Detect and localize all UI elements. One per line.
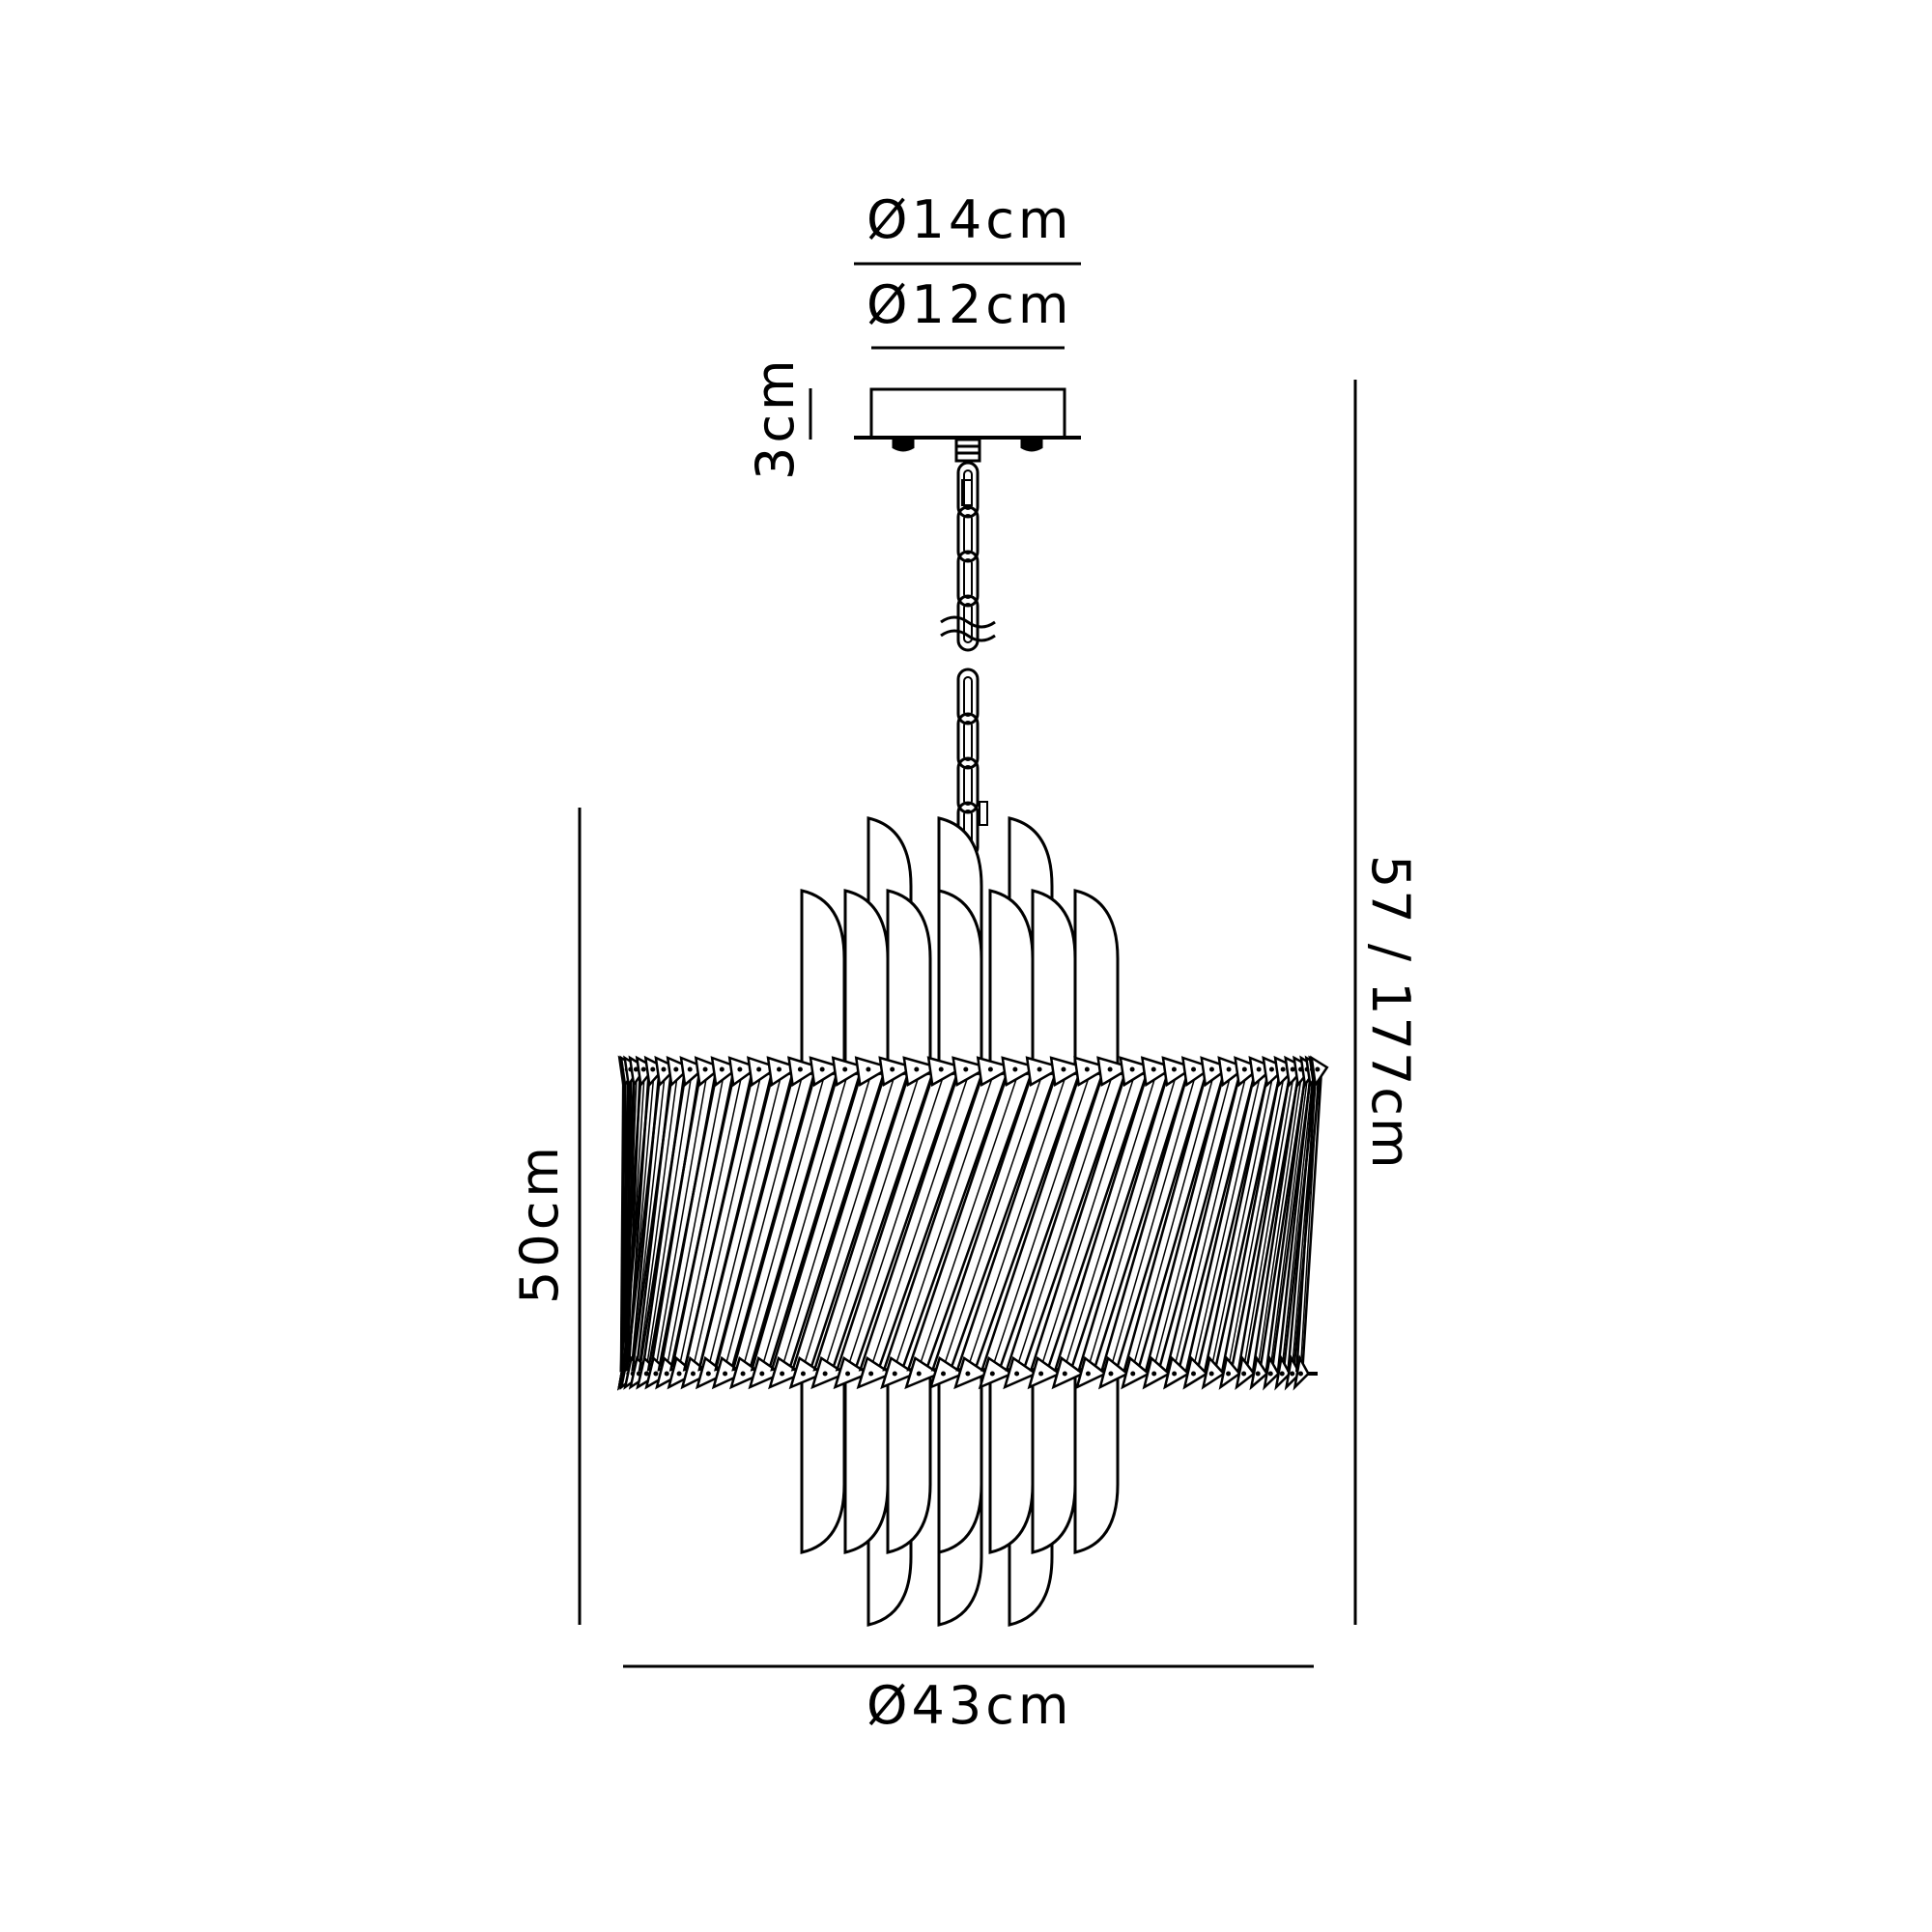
suspension-chain: [940, 461, 996, 859]
canopy-outer-diameter-label: Ø14cm: [867, 189, 1073, 250]
body-height-label: 50cm: [509, 1142, 570, 1304]
canopy-height-label: 3cm: [745, 355, 806, 480]
overall-height-label: 57 / 177cm: [1360, 855, 1421, 1171]
body-diameter-label: Ø43cm: [867, 1675, 1073, 1736]
canopy-inner-diameter-label: Ø12cm: [867, 274, 1073, 335]
crystal-drum: [617, 1055, 1329, 1391]
bottom-crystal-cluster: [800, 1372, 1120, 1627]
top-crystal-cluster: [800, 816, 1120, 1071]
ceiling-canopy: [854, 387, 1081, 463]
